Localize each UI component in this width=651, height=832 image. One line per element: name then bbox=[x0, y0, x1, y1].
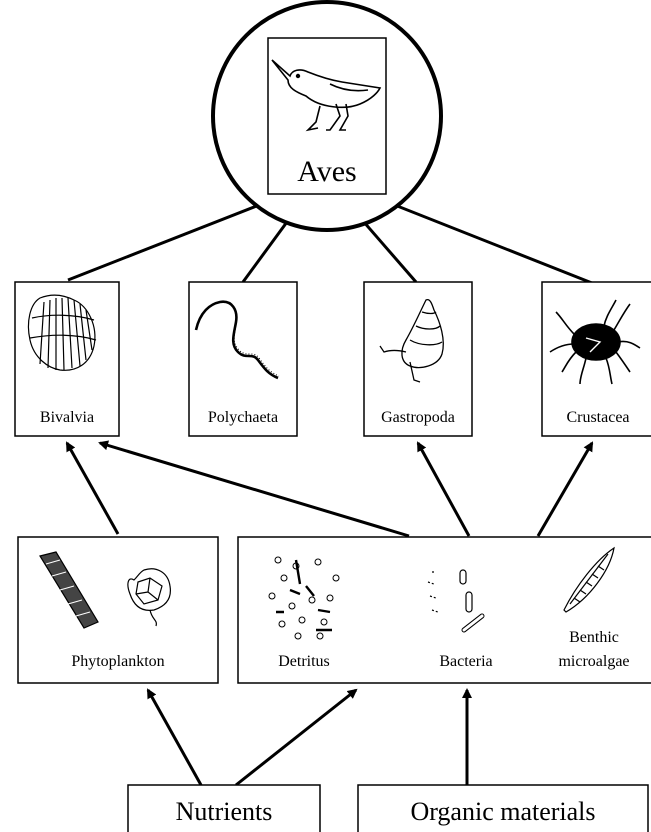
arrow-detritus-to-crustacea bbox=[538, 443, 592, 536]
gastropoda-label: Gastropoda bbox=[381, 409, 455, 426]
organic-materials-label: Organic materials bbox=[410, 797, 595, 826]
node-polychaeta: Polychaeta bbox=[189, 282, 297, 436]
detritus-label: Detritus bbox=[278, 653, 330, 670]
node-detritus-bacteria-microalgae: Detritus Bacteria Benthic microalgae bbox=[238, 537, 651, 683]
arrow-detritus-to-gastropoda bbox=[418, 443, 469, 536]
bacteria-label: Bacteria bbox=[439, 653, 492, 670]
node-gastropoda: Gastropoda bbox=[364, 282, 472, 436]
aves-label: Aves bbox=[297, 155, 356, 188]
polychaeta-label: Polychaeta bbox=[208, 409, 278, 426]
node-bivalvia: Bivalvia bbox=[15, 282, 119, 436]
bivalvia-label: Bivalvia bbox=[40, 409, 94, 426]
node-crustacea: Crustacea bbox=[542, 282, 651, 436]
node-aves: Aves bbox=[213, 2, 441, 230]
arrow-nutrients-to-phytoplankton bbox=[148, 690, 201, 785]
nutrients-label: Nutrients bbox=[176, 797, 273, 826]
arrows bbox=[67, 196, 592, 785]
node-nutrients: Nutrients bbox=[128, 785, 320, 832]
arrow-detritus-to-bivalvia bbox=[100, 443, 409, 536]
arrow-nutrients-to-detritus bbox=[236, 690, 356, 785]
node-organic-materials: Organic materials bbox=[358, 785, 648, 832]
crustacea-label: Crustacea bbox=[566, 409, 629, 426]
benthic-label-line1: Benthic bbox=[569, 629, 619, 646]
arrow-bivalvia-to-aves bbox=[68, 196, 282, 280]
benthic-label-line2: microalgae bbox=[558, 653, 629, 670]
phytoplankton-label: Phytoplankton bbox=[71, 653, 164, 670]
node-phytoplankton: Phytoplankton bbox=[18, 537, 218, 683]
arrow-phytoplankton-to-bivalvia bbox=[67, 443, 118, 534]
